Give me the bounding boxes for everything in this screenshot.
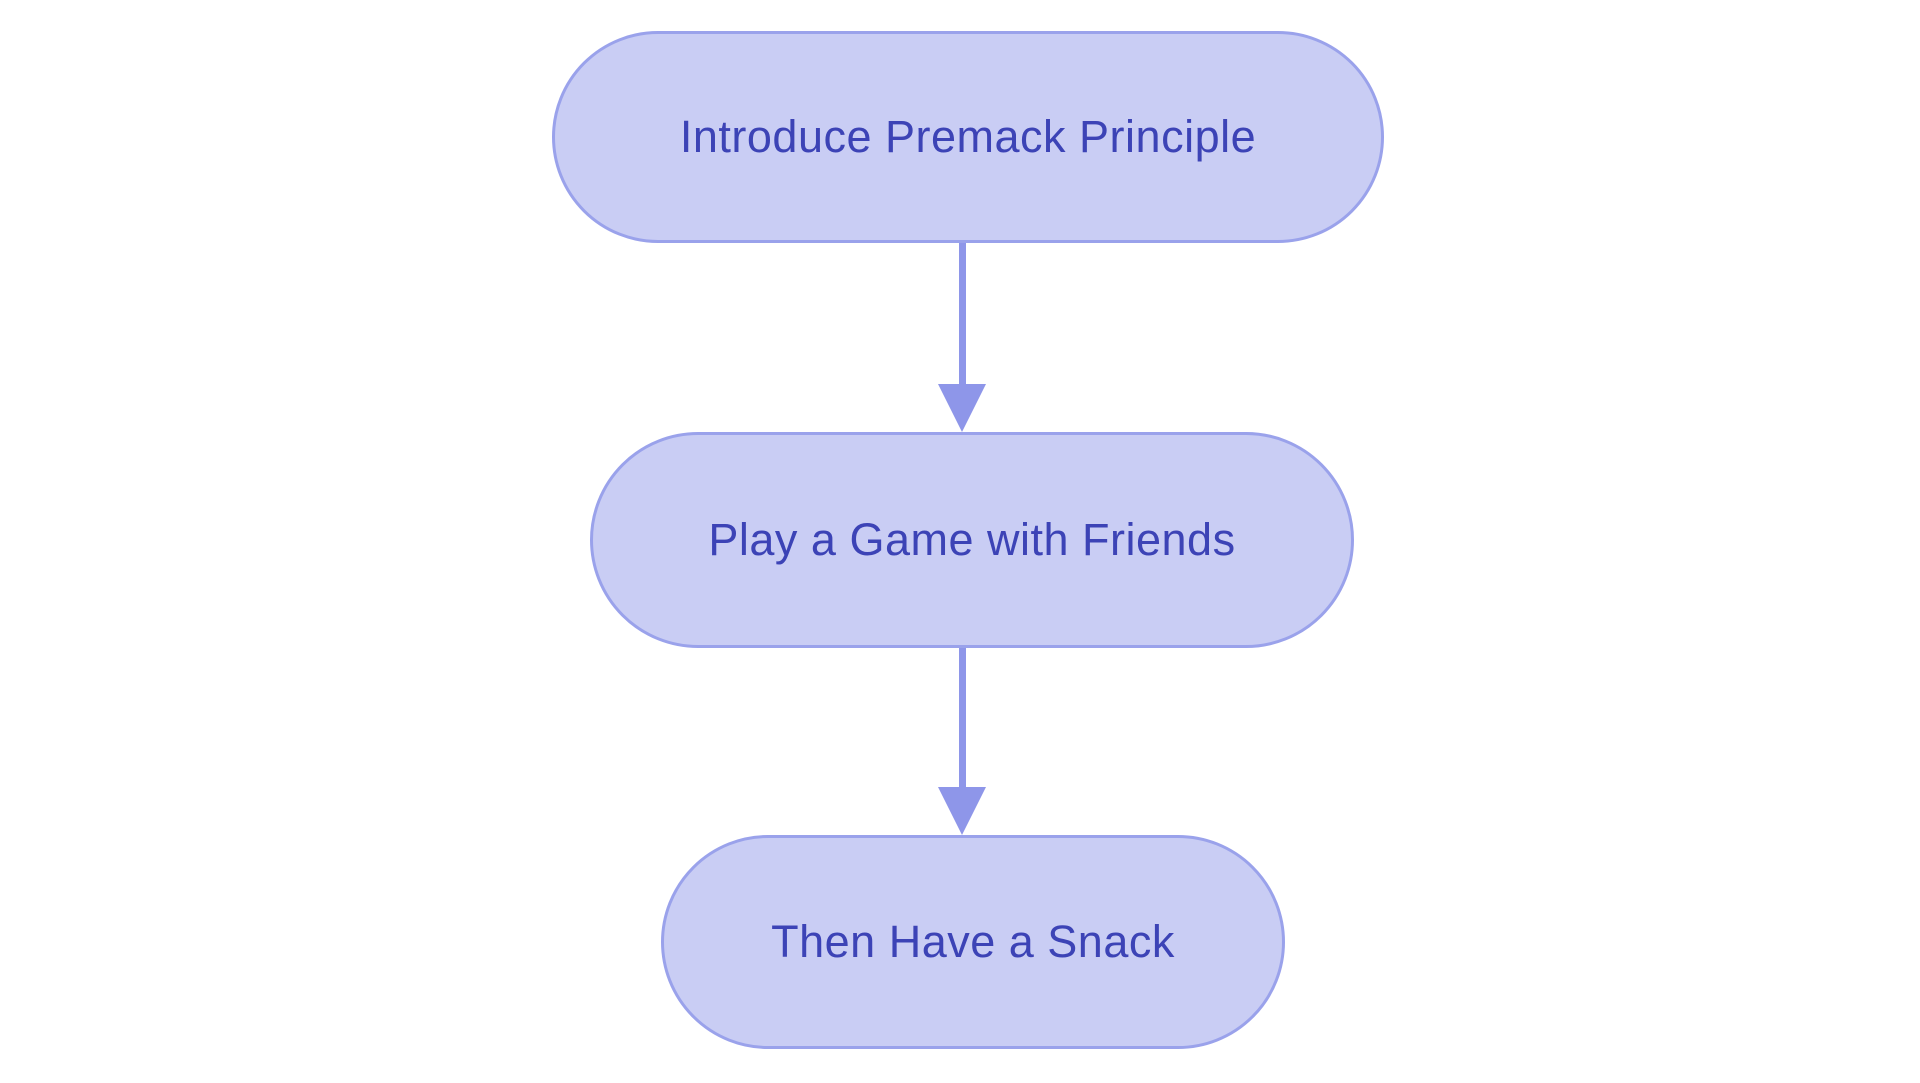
flowchart-node-play-a-game-with-friends: Play a Game with Friends <box>590 432 1354 648</box>
arrow-line <box>958 243 966 384</box>
edge-step2-to-step3 <box>938 648 986 835</box>
node-label: Then Have a Snack <box>771 916 1175 967</box>
flowchart-node-then-have-a-snack: Then Have a Snack <box>661 835 1285 1049</box>
flowchart-node-introduce-premack-principle: Introduce Premack Principle <box>552 31 1384 243</box>
arrow-down-icon <box>938 787 986 835</box>
arrow-down-icon <box>938 384 986 432</box>
arrow-line <box>958 648 966 787</box>
node-label: Play a Game with Friends <box>708 514 1236 565</box>
edge-step1-to-step2 <box>938 243 986 432</box>
node-label: Introduce Premack Principle <box>679 111 1257 162</box>
